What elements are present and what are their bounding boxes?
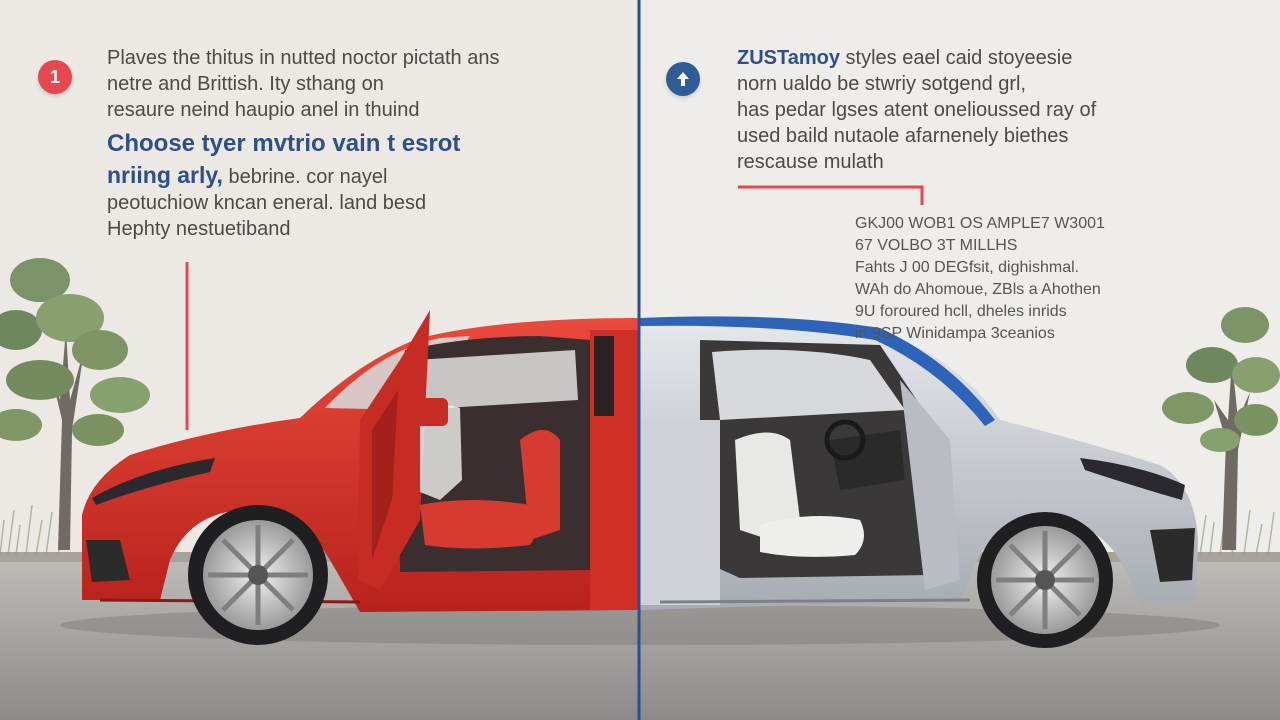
right-intro-line: used baild nutaole afarnenely biethes bbox=[737, 125, 1069, 147]
right-intro-first-rest: styles eael caid stoyeesie bbox=[839, 47, 1073, 69]
left-heading: Choose tyer mvtrio vain t esrot bbox=[107, 130, 461, 157]
left-body-line: Hephty nestuetiband bbox=[107, 218, 291, 240]
right-intro-line: rescause mulath bbox=[737, 151, 884, 173]
step-number: 1 bbox=[49, 66, 60, 87]
silver-car bbox=[640, 316, 1198, 648]
right-accent-line bbox=[738, 185, 924, 205]
red-car bbox=[82, 310, 640, 645]
left-intro: Plaves the thitus in nutted noctor picta… bbox=[107, 45, 627, 123]
feature-item: GKJ00 WOB1 OS AMPLE7 W3001 bbox=[855, 215, 1105, 232]
left-body: nriing arly, bebrine. cor nayel peotuchi… bbox=[107, 162, 627, 242]
feature-item: 67 VOLBO 3T MILLHS bbox=[855, 237, 1018, 254]
right-intro-line: norn ualdo be stwriy sotgend grl, bbox=[737, 73, 1027, 95]
right-intro: ZUSTamoy styles eael caid stoyeesie norn… bbox=[737, 45, 1257, 175]
left-subline: nriing arly, bebrine. cor nayel bbox=[107, 162, 627, 190]
left-intro-line: Plaves the thitus in nutted noctor picta… bbox=[107, 47, 500, 69]
left-intro-line: netre and Brittish. Ity sthang on bbox=[107, 73, 384, 95]
left-intro-line: resaure neind haupio anel in thuind bbox=[107, 99, 420, 121]
left-sub-rest: bebrine. cor nayel bbox=[228, 166, 388, 188]
right-intro-accent: ZUSTamoy bbox=[737, 47, 840, 69]
tree-right bbox=[1162, 307, 1280, 550]
feature-item: WAh do Ahomoue, ZBls a Ahothen bbox=[855, 281, 1101, 298]
feature-item: 9U foroured hcll, dheles inrids bbox=[855, 303, 1067, 320]
right-intro-line: has pedar lgses atent onelioussed ray of bbox=[737, 99, 1097, 121]
right-intro-first-line: ZUSTamoy styles eael caid stoyeesie bbox=[737, 45, 1257, 71]
feature-list: GKJ00 WOB1 OS AMPLE7 W3001 67 VOLBO 3T M… bbox=[855, 213, 1255, 345]
feature-item: Fahts J 00 DEGfsit, dighishmal. bbox=[855, 259, 1080, 276]
up-arrow-icon bbox=[666, 62, 700, 96]
left-body-line: peotuchiow kncan eneral. land besd bbox=[107, 192, 427, 214]
tree-left bbox=[0, 258, 150, 550]
step-badge-left: 1 bbox=[38, 60, 72, 94]
feature-item: in 9SP Winidampa 3ceanios bbox=[855, 325, 1055, 342]
left-sub-accent: nriing arly, bbox=[107, 162, 223, 188]
